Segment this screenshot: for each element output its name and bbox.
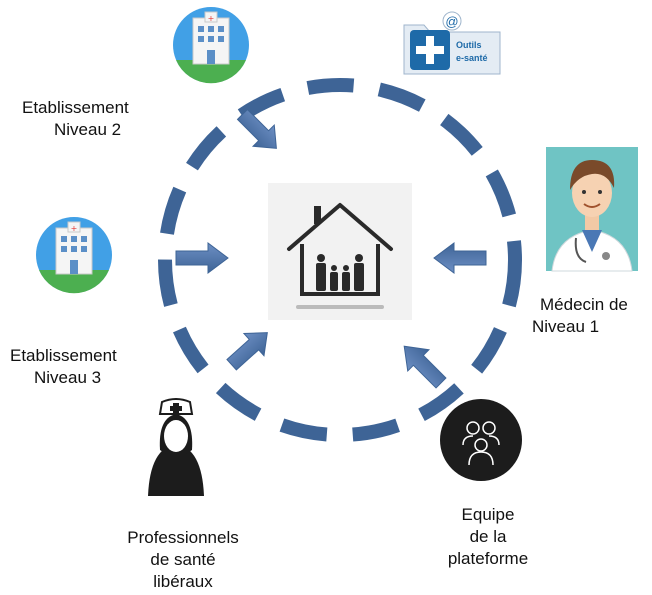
label-etablissement-niveau-2: Etablissement Niveau 2 [22,97,129,141]
svg-text:+: + [208,14,215,23]
label-pro-line3: libéraux [153,572,213,591]
outils-esante-folder-icon: @ Outils e-santé [403,11,501,75]
at-symbol: @ [445,14,458,29]
label-medecin-line1: Médecin de [540,295,628,314]
label-pro-line1: Professionnels [127,528,239,547]
label-equipe-line3: plateforme [447,549,529,568]
arrow-from-equipe [403,345,447,389]
outils-label-line2: e-santé [456,53,488,63]
label-etab2-line1: Etablissement [22,98,129,117]
svg-text:+: + [71,224,78,233]
outils-label-line1: Outils [456,40,482,50]
hospital-icon-niveau-3: + [36,217,112,294]
doctor-icon [546,147,638,272]
label-pro-line2: de santé [150,550,216,569]
label-etab2-line2: Niveau 2 [54,120,122,139]
label-equipe-line2: de la [469,527,507,546]
label-medecin-line2: Niveau 1 [532,317,600,336]
team-icon [440,399,522,481]
arrow-from-professionnels [226,332,268,371]
dashed-circle [158,78,522,442]
label-etab3-line1: Etablissement [10,346,117,365]
label-etab3-line2: Niveau 3 [34,368,102,387]
nurse-icon [148,398,204,496]
label-etablissement-niveau-3: Etablissement Niveau 3 [10,345,117,389]
hospital-icon-niveau-2: + [173,7,249,84]
label-medecin-niveau-1: Médecin de Niveau 1 [532,294,628,338]
family-house-icon [268,183,412,320]
arrow-from-etablissement-2 [236,108,277,149]
label-professionnels-liberaux: Professionnels de santé libéraux [110,527,256,593]
arrow-from-medecin [433,242,487,274]
label-equipe-plateforme: Equipe de la plateforme [432,504,544,570]
label-equipe-line1: Equipe [461,505,515,524]
arrow-from-etablissement-3 [175,242,229,274]
